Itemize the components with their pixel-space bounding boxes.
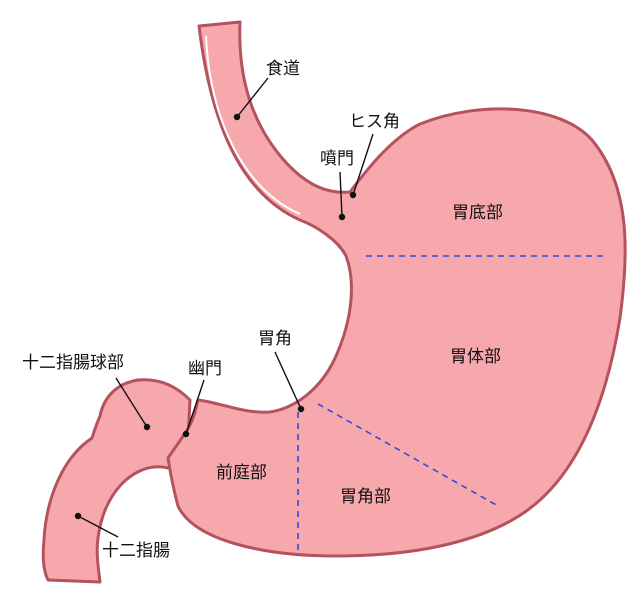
pylorus-dot (182, 430, 190, 438)
angle-dot (297, 405, 305, 413)
fundus-label: 胃底部 (452, 203, 503, 223)
esophagus-label: 食道 (266, 59, 300, 79)
esophagus-dot (233, 113, 241, 121)
body-label: 胃体部 (450, 347, 501, 367)
duodenum-dot (74, 512, 82, 520)
angular-region-label: 胃角部 (340, 487, 391, 507)
pylorus-leader (185, 379, 205, 435)
cardia-label: 噴門 (320, 149, 354, 169)
cardia-leader (339, 171, 343, 218)
angle-leader (274, 351, 302, 410)
duodenum-label: 十二指腸 (102, 541, 170, 561)
cardia-dot (338, 213, 346, 221)
duodenal-bulb-label: 十二指腸球部 (22, 353, 124, 373)
duodenum-shape (41, 378, 192, 584)
angular-body-divider (317, 403, 499, 507)
esophagus-highlight (205, 35, 301, 215)
his-angle-leader (352, 133, 374, 196)
pylorus-label: 幽門 (188, 359, 222, 379)
his-angle-dot (349, 191, 357, 199)
esophagus-leader (236, 77, 269, 118)
duodenal-bulb-dot (143, 423, 151, 431)
angle-label: 胃角 (258, 329, 292, 349)
antrum-label: 前庭部 (216, 463, 267, 483)
stomach-shape (166, 20, 627, 558)
duodenum-leader (77, 515, 119, 538)
duodenal-bulb-leader (115, 377, 148, 428)
his-angle-label: ヒス角 (349, 112, 400, 132)
